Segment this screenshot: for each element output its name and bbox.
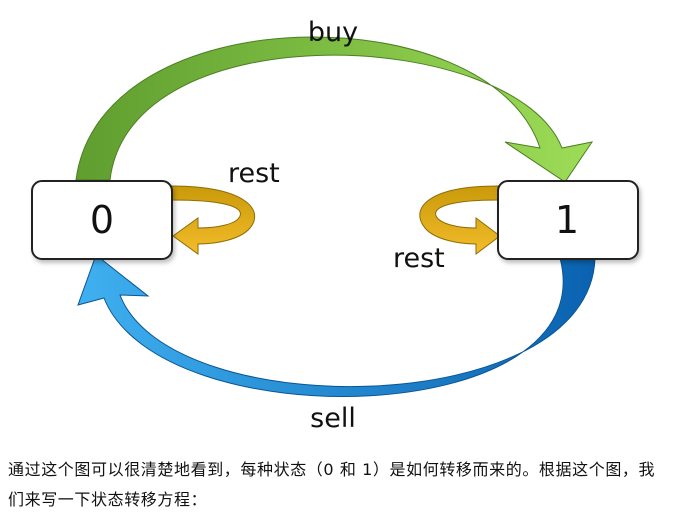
sell-label: sell xyxy=(310,403,356,434)
state-label-0: 0 xyxy=(90,198,114,242)
rest-label-right: rest xyxy=(393,243,445,274)
rest-loop-arrow-left xyxy=(171,185,255,255)
buy-label: buy xyxy=(308,17,358,48)
state-node-1: 1 xyxy=(497,180,639,260)
caption-paragraph: 通过这个图可以很清楚地看到，每种状态（0 和 1）是如何转移而来的。根据这个图，… xyxy=(8,460,656,509)
rest-loop-arrow-right xyxy=(419,185,501,255)
sell-arrow xyxy=(77,254,596,397)
state-label-1: 1 xyxy=(555,198,579,242)
state-node-0: 0 xyxy=(31,180,173,260)
buy-arrow xyxy=(75,36,594,183)
state-transition-diagram: 0 1 buy sell rest rest xyxy=(31,17,639,434)
rest-label-left: rest xyxy=(228,158,280,189)
